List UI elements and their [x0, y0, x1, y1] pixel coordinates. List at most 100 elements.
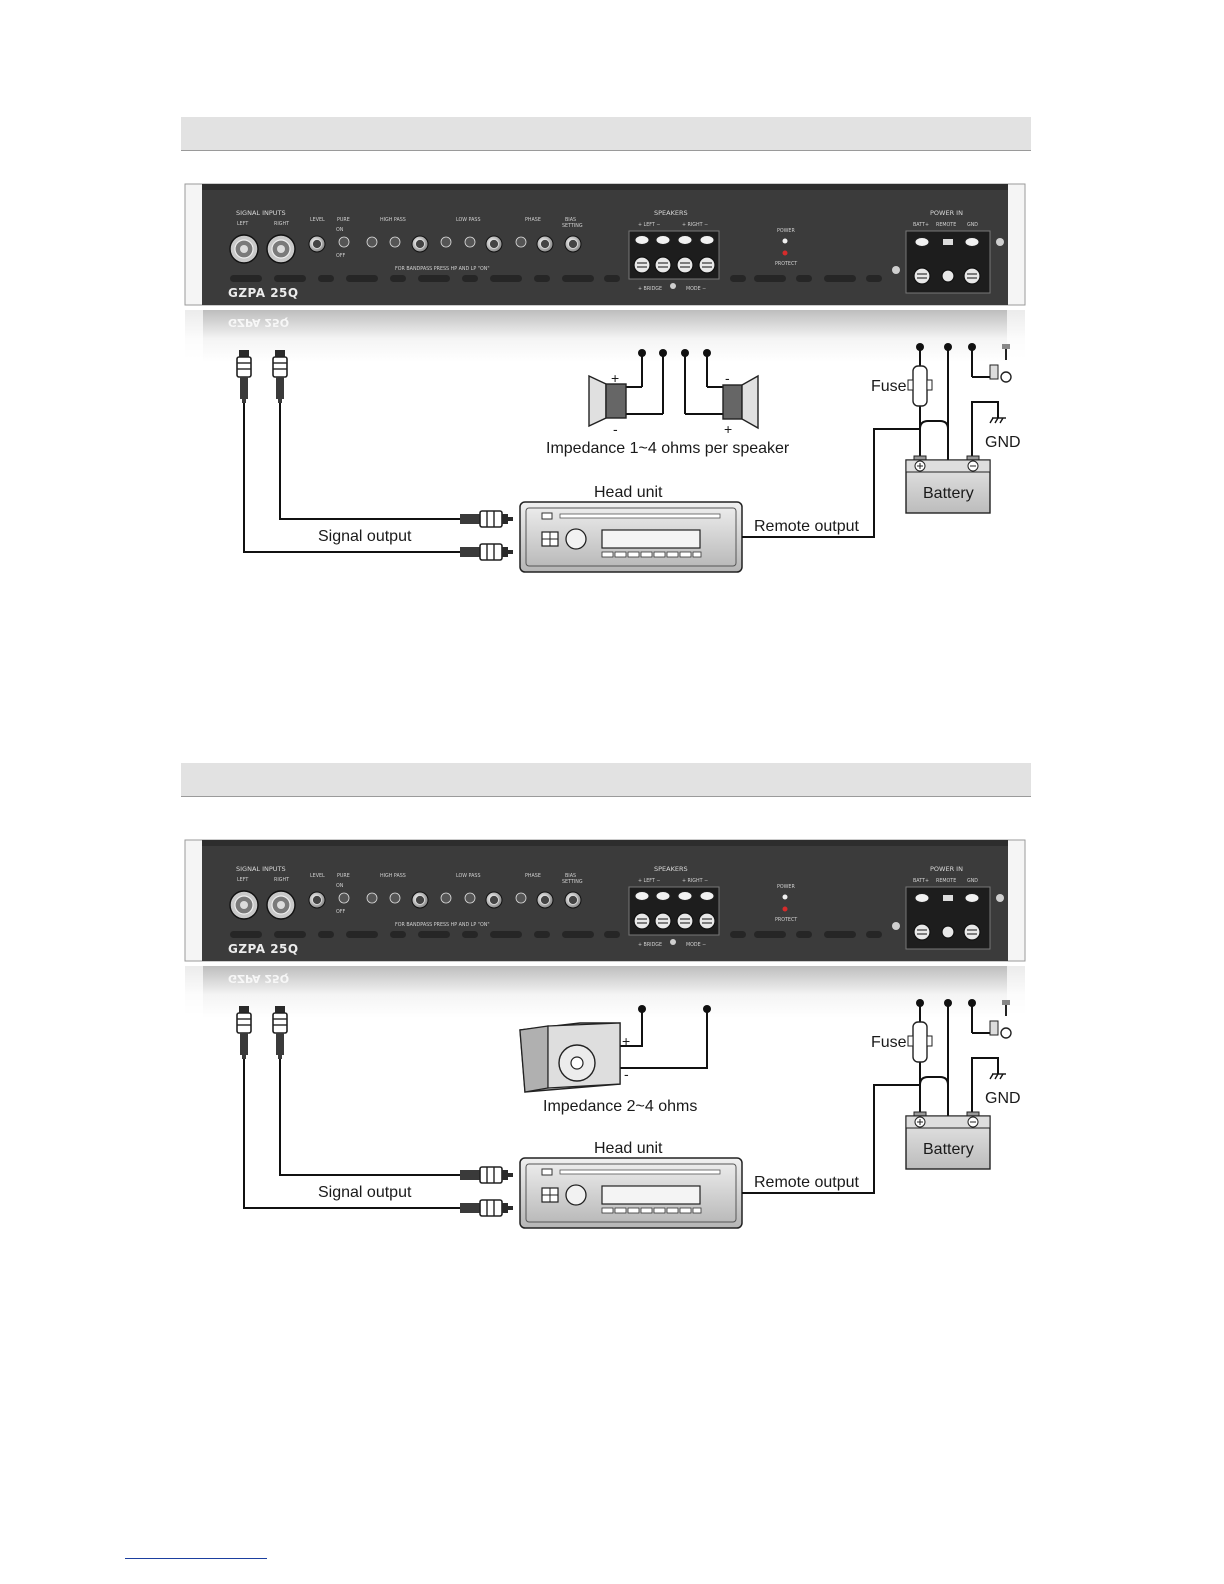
amplifier-panel: SIGNAL INPUTS LEFT RIGHT LEVEL PURE ON O…: [184, 839, 1026, 962]
low-pass-switch[interactable]: [440, 236, 452, 248]
power-wire-dots: [916, 343, 976, 351]
pure-switch[interactable]: [338, 892, 350, 904]
high-pass-slope-switch[interactable]: [389, 892, 401, 904]
spk-hole-2: [655, 235, 671, 245]
high-pass-switch[interactable]: [366, 236, 378, 248]
bandpass-note: FOR BANDPASS PRESS HP AND LP "ON": [395, 266, 490, 272]
battery: [905, 1111, 991, 1170]
remote-output-label: Remote output: [754, 518, 860, 535]
bridge-label: + BRIDGE: [638, 286, 662, 292]
low-pass-label: LOW PASS: [456, 873, 481, 879]
protect-led: [782, 906, 788, 912]
low-pass-frequency-knob[interactable]: [485, 891, 503, 909]
batt-label: BATT+: [913, 878, 929, 884]
low-pass-switch[interactable]: [440, 892, 452, 904]
low-pass-slope-switch[interactable]: [464, 892, 476, 904]
pwr-hole-3: [964, 237, 980, 247]
panel-screw: [670, 939, 676, 945]
phase-knob[interactable]: [536, 891, 554, 909]
subwoofer-wiring: [618, 1009, 708, 1069]
spk-hole-1: [634, 891, 650, 901]
spk-hole-2: [655, 891, 671, 901]
rca-input-left-jack[interactable]: [229, 234, 259, 264]
power-terminal-remote[interactable]: [941, 269, 955, 283]
amplifier-model-label: GZPA 25Q: [228, 942, 299, 956]
fuse: [907, 365, 933, 407]
head-unit-label: Head unit: [594, 1140, 663, 1157]
speaker-terminal-right-plus[interactable]: [676, 256, 694, 274]
remote-label: REMOTE: [936, 222, 956, 228]
panel-vent-slots: [230, 931, 882, 938]
amplifier-model-label: GZPA 25Q: [228, 286, 299, 300]
pure-off-label: OFF: [336, 253, 346, 259]
bias-knob[interactable]: [564, 235, 582, 253]
level-knob[interactable]: [308, 235, 326, 253]
power-terminal-batt[interactable]: [913, 923, 931, 941]
power-terminal-remote[interactable]: [941, 925, 955, 939]
phase-switch[interactable]: [515, 892, 527, 904]
phase-knob[interactable]: [536, 235, 554, 253]
pwr-hole-1: [914, 237, 930, 247]
right-speaker-minus: -: [725, 370, 730, 386]
amplifier-panel: SIGNAL INPUTS LEFT RIGHT LEVEL PURE ON O…: [184, 183, 1026, 306]
bias-label: BIAS: [565, 217, 576, 223]
fuse-label: Fuse: [871, 1034, 907, 1051]
left-speaker-plus: +: [611, 370, 619, 386]
high-pass-switch[interactable]: [366, 892, 378, 904]
pwr-hole-2: [943, 239, 953, 245]
sub-wire-dots: [638, 1005, 711, 1013]
spk-hole-4: [699, 235, 715, 245]
speaker-terminal-left-minus[interactable]: [654, 256, 672, 274]
left-speaker-minus: -: [613, 421, 618, 437]
input-left-label: LEFT: [237, 221, 248, 227]
input-left-label: LEFT: [237, 877, 248, 883]
right-speaker-plus: +: [724, 421, 732, 437]
speakers-label: SPEAKERS: [654, 209, 688, 217]
subwoofer-box: + -: [519, 1022, 630, 1093]
panel-screw: [670, 283, 676, 289]
high-pass-slope-switch[interactable]: [389, 236, 401, 248]
low-pass-slope-switch[interactable]: [464, 236, 476, 248]
speaker-terminal-right-plus[interactable]: [676, 912, 694, 930]
speaker-terminal-left-minus[interactable]: [654, 912, 672, 930]
battery-label: Battery: [923, 485, 974, 502]
spk-hole-1: [634, 235, 650, 245]
panel-vent-slots: [230, 275, 882, 282]
panel-screw-mid: [892, 922, 900, 930]
bias-knob[interactable]: [564, 891, 582, 909]
low-pass-frequency-knob[interactable]: [485, 235, 503, 253]
signal-output-label: Signal output: [318, 528, 412, 545]
power-wire-dots: [916, 999, 976, 1007]
rca-cables: [236, 1005, 514, 1217]
speaker-terminal-right-minus[interactable]: [698, 256, 716, 274]
right-speaker: - +: [722, 370, 759, 437]
speaker-terminal-left-plus[interactable]: [633, 912, 651, 930]
setting-label: SETTING: [562, 223, 583, 229]
battery-label: Battery: [923, 1141, 974, 1158]
pwr-hole-2: [943, 895, 953, 901]
head-unit-volume-knob: [565, 1184, 587, 1206]
protect-led: [782, 250, 788, 256]
head-unit-volume-knob: [565, 528, 587, 550]
power-terminal-batt[interactable]: [913, 267, 931, 285]
phase-label: PHASE: [525, 217, 541, 223]
rca-input-left-jack[interactable]: [229, 890, 259, 920]
high-pass-frequency-knob[interactable]: [411, 891, 429, 909]
power-terminal-gnd[interactable]: [963, 267, 981, 285]
speaker-wiring: [626, 353, 723, 415]
section-header-bar-1: [181, 117, 1031, 151]
left-speaker: + -: [588, 370, 627, 437]
level-knob[interactable]: [308, 891, 326, 909]
power-led-label: POWER: [777, 228, 795, 234]
speaker-terminal-right-minus[interactable]: [698, 912, 716, 930]
rca-input-right-jack[interactable]: [266, 890, 296, 920]
rca-input-right-jack[interactable]: [266, 234, 296, 264]
speaker-terminal-left-plus[interactable]: [633, 256, 651, 274]
input-right-label: RIGHT: [274, 877, 289, 883]
pure-switch[interactable]: [338, 236, 350, 248]
high-pass-frequency-knob[interactable]: [411, 235, 429, 253]
svg-text:GZPA 25Q: GZPA 25Q: [228, 972, 289, 985]
fuse: [907, 1021, 933, 1063]
power-terminal-gnd[interactable]: [963, 923, 981, 941]
phase-switch[interactable]: [515, 236, 527, 248]
